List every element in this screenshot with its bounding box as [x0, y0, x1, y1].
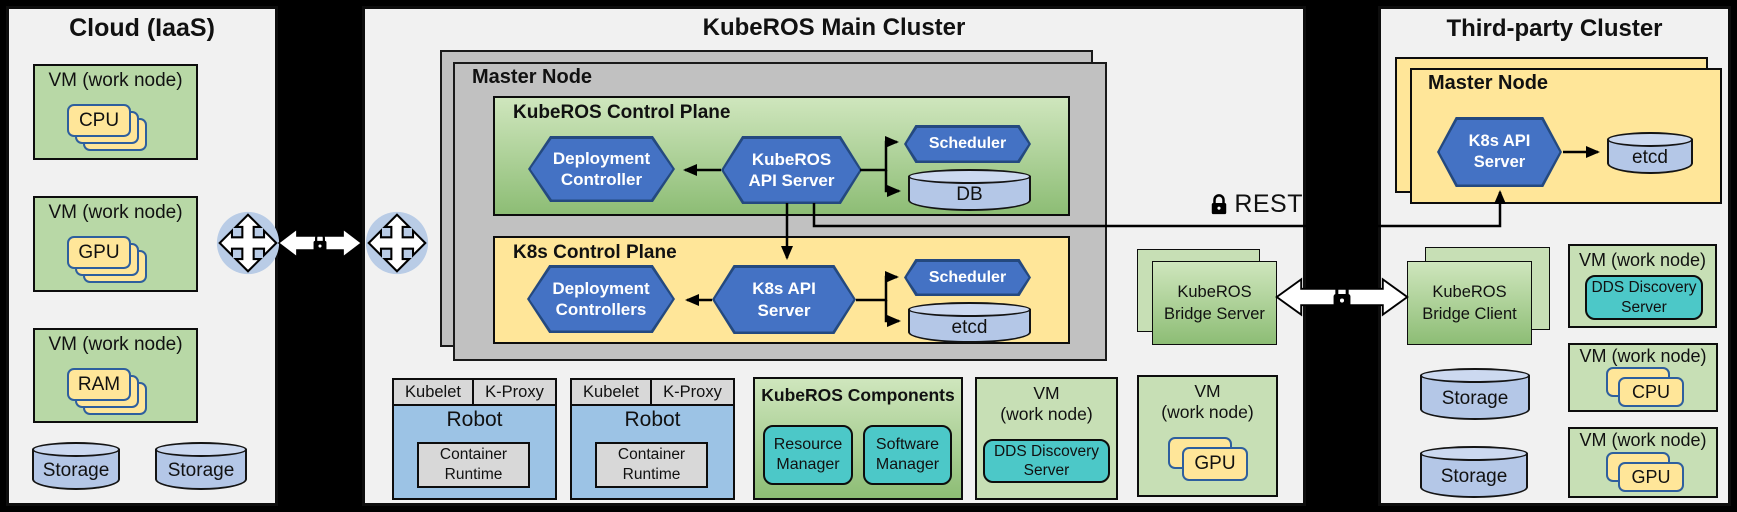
robot-label: Robot	[446, 408, 503, 431]
cloud-vm-cpu: VM (work node) CPU	[33, 64, 198, 160]
scale-arrows-icon	[365, 211, 429, 275]
kubelet-cell: Kubelet	[394, 380, 474, 406]
etcd-cylinder: etcd	[1607, 132, 1693, 174]
master-node-label: Master Node	[472, 66, 593, 88]
vm-title: VM (work node)	[1579, 346, 1707, 366]
third-party-title: Third-party Cluster	[1446, 15, 1663, 42]
gpu-chip: GPU	[1618, 462, 1684, 492]
main-cluster-title: KubeROS Main Cluster	[702, 14, 966, 41]
vm-gpu-node: VM(work node) GPU	[1137, 375, 1278, 497]
vm-title: VM (work node)	[48, 334, 183, 355]
secure-link-arrow-icon	[277, 227, 363, 259]
cloud-vm-gpu: VM (work node) GPU	[33, 196, 198, 292]
ram-chip: RAM	[67, 368, 131, 401]
gpu-chip: GPU	[1182, 447, 1248, 481]
scale-arrows-icon	[216, 211, 280, 275]
kuberos-components-title: KubeROS Components	[761, 385, 955, 405]
kubelet-cell: Kubelet	[572, 380, 652, 406]
main-cluster-panel: KubeROS Main Cluster Master Node KubeROS…	[362, 6, 1306, 506]
third-vm-gpu: VM (work node) GPU	[1568, 427, 1718, 498]
gpu-chip: GPU	[67, 236, 131, 269]
third-vm-cpu: VM (work node) CPU	[1568, 343, 1718, 412]
kproxy-cell: K-Proxy	[474, 380, 555, 406]
scheduler-hexagon: Scheduler	[904, 125, 1031, 163]
db-cylinder: DB	[908, 169, 1031, 211]
storage-cylinder: Storage	[1420, 368, 1530, 420]
kproxy-cell: K-Proxy	[652, 380, 733, 406]
cloud-vm-ram: VM (work node) RAM	[33, 328, 198, 423]
storage-cylinder: Storage	[155, 442, 247, 490]
secure-link-arrow-icon	[1275, 277, 1409, 317]
master-node-label: Master Node	[1428, 72, 1549, 94]
vm-title: VM (work node)	[1579, 430, 1707, 450]
k8s-control-plane-title: K8s Control Plane	[513, 242, 677, 263]
rest-label: REST	[1140, 190, 1303, 219]
vm-title: VM(work node)	[1161, 381, 1254, 422]
cpu-chip: CPU	[67, 104, 131, 137]
storage-cylinder: Storage	[32, 442, 120, 490]
scheduler-hexagon: Scheduler	[904, 259, 1031, 296]
vm-title: VM (work node)	[1578, 250, 1707, 270]
vm-title: VM (work node)	[48, 202, 183, 223]
etcd-cylinder: etcd	[908, 302, 1031, 343]
cpu-chip: CPU	[1618, 377, 1684, 407]
storage-cylinder: Storage	[1420, 446, 1528, 498]
cloud-panel-title: Cloud (IaaS)	[69, 14, 215, 42]
vm-title: VM(work node)	[1000, 383, 1093, 424]
robot-label: Robot	[624, 408, 681, 431]
lock-icon	[1212, 193, 1227, 214]
kuberos-control-plane-title: KubeROS Control Plane	[513, 102, 731, 123]
vm-title: VM (work node)	[48, 70, 183, 91]
